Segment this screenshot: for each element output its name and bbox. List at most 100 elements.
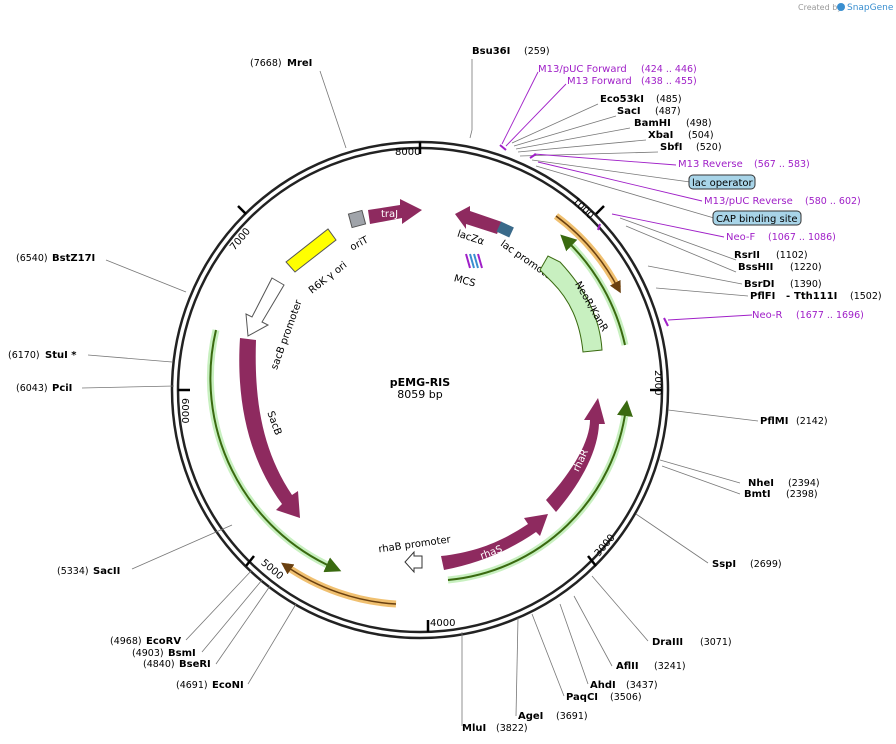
svg-text:DraIII: DraIII xyxy=(652,637,683,648)
svg-text:BsmI: BsmI xyxy=(168,648,196,659)
r6k-ori-label: R6K γ ori xyxy=(307,260,349,296)
svg-text:(3071): (3071) xyxy=(700,637,732,648)
lacza-feature xyxy=(455,206,502,234)
svg-text:(7668): (7668) xyxy=(250,58,282,69)
site-label-bstz17i[interactable]: (6540) BstZ17I xyxy=(16,253,95,264)
site-label-eco53ki[interactable]: Eco53kI (485) xyxy=(600,94,682,105)
lacza-label: lacZα xyxy=(456,229,486,248)
primer-connectors xyxy=(501,71,753,321)
primer-label-m13-puc-reverse[interactable]: M13/pUC Reverse (580 .. 602) xyxy=(704,196,861,207)
site-label-stui[interactable]: (6170) StuI * xyxy=(8,350,77,361)
credit-prefix: Created by xyxy=(798,3,842,12)
svg-text:Neo-F: Neo-F xyxy=(726,232,756,243)
svg-text:(3822): (3822) xyxy=(496,723,528,734)
primer-label-m13-forward[interactable]: M13 Forward (438 .. 455) xyxy=(567,76,697,87)
primer-ticks xyxy=(499,144,669,327)
svg-text:(1502): (1502) xyxy=(850,291,882,302)
site-label-bsshii[interactable]: BssHII (1220) xyxy=(738,262,822,273)
svg-text:SbfI: SbfI xyxy=(660,142,682,153)
svg-text:(2394): (2394) xyxy=(788,478,820,489)
svg-text:XbaI: XbaI xyxy=(648,130,673,141)
site-label-econi[interactable]: (4691) EcoNI xyxy=(176,680,244,691)
svg-text:(6043): (6043) xyxy=(16,383,48,394)
site-label-sacii[interactable]: (5334) SacII xyxy=(57,566,120,577)
site-label-paqci[interactable]: PaqCI (3506) xyxy=(566,692,642,703)
site-label-saci[interactable]: SacI (487) xyxy=(617,106,681,117)
svg-text:Bsu36I: Bsu36I xyxy=(472,46,510,57)
plasmid-name: pEMG-RIS xyxy=(390,376,450,389)
site-label-nhei[interactable]: NheI (2394) xyxy=(748,478,820,489)
trai-feature xyxy=(368,199,422,224)
site-label-sspi[interactable]: SspI (2699) xyxy=(712,559,782,570)
site-label-bsu36i[interactable]: Bsu36I (259) xyxy=(472,46,550,57)
tick-label-1000: 1000 xyxy=(570,196,596,222)
orange-track-2 xyxy=(284,563,397,608)
site-label-draiii[interactable]: DraIII (3071) xyxy=(652,637,732,648)
svg-text:BamHI: BamHI xyxy=(634,118,671,129)
snapgene-logo-icon xyxy=(837,3,845,11)
rhar-feature xyxy=(546,398,605,512)
site-label-pflmi[interactable]: PflMI (2142) xyxy=(760,416,828,427)
rhas-feature xyxy=(441,514,548,570)
site-label-ahdi[interactable]: AhdI (3437) xyxy=(590,680,658,691)
site-label-bsmi[interactable]: (4903) BsmI xyxy=(132,648,196,659)
mcs-label: MCS xyxy=(453,273,477,289)
site-label-bamhi[interactable]: BamHI (498) xyxy=(634,118,712,129)
site-label-rsrii[interactable]: RsrII (1102) xyxy=(734,250,808,261)
sacb-label: SacB xyxy=(264,410,283,437)
svg-text:(1102): (1102) xyxy=(776,250,808,261)
svg-text:M13/pUC Forward: M13/pUC Forward xyxy=(538,64,627,75)
tick-label-4000: 4000 xyxy=(430,618,455,629)
svg-text:(1390): (1390) xyxy=(790,279,822,290)
sacb-promoter-feature xyxy=(245,277,285,337)
svg-text:AgeI: AgeI xyxy=(518,711,543,722)
site-label-mrei[interactable]: (7668) MreI xyxy=(250,58,312,69)
svg-text:(438 .. 455): (438 .. 455) xyxy=(641,76,697,87)
svg-text:BseRI: BseRI xyxy=(179,659,211,670)
orit-label: oriT xyxy=(348,234,371,253)
svg-text:(4903): (4903) xyxy=(132,648,164,659)
svg-text:(498): (498) xyxy=(686,118,712,129)
site-connectors xyxy=(461,59,759,726)
primer-label-m13-reverse[interactable]: M13 Reverse (567 .. 583) xyxy=(678,159,810,170)
svg-text:lac operator: lac operator xyxy=(692,178,753,189)
site-label-ecorv[interactable]: (4968) EcoRV xyxy=(110,636,181,647)
credit-brand: SnapGene xyxy=(847,3,894,13)
site-label-pcii[interactable]: (6043) PciI xyxy=(16,383,72,394)
svg-text:NheI: NheI xyxy=(748,478,774,489)
site-label-sbfi[interactable]: SbfI (520) xyxy=(660,142,722,153)
svg-text:M13 Reverse: M13 Reverse xyxy=(678,159,743,170)
svg-text:(1677 .. 1696): (1677 .. 1696) xyxy=(796,310,864,321)
svg-text:(4691): (4691) xyxy=(176,680,208,691)
svg-text:(504): (504) xyxy=(688,130,714,141)
svg-text:(1220): (1220) xyxy=(790,262,822,273)
site-label-pflfi[interactable]: PflFI - Tth111I (1502) xyxy=(750,291,882,302)
site-label-bseri[interactable]: (4840) BseRI xyxy=(143,659,211,670)
svg-text:CAP binding site: CAP binding site xyxy=(716,214,798,225)
svg-text:M13/pUC Reverse: M13/pUC Reverse xyxy=(704,196,793,207)
svg-text:EcoRV: EcoRV xyxy=(146,636,181,647)
svg-text:(3437): (3437) xyxy=(626,680,658,691)
svg-text:(580 .. 602): (580 .. 602) xyxy=(805,196,861,207)
site-label-xbai[interactable]: XbaI (504) xyxy=(648,130,714,141)
site-label-bsrdi[interactable]: BsrDI (1390) xyxy=(744,279,822,290)
primer-label-neo-r[interactable]: Neo-R (1677 .. 1696) xyxy=(752,310,864,321)
site-label-agei[interactable]: AgeI (3691) xyxy=(518,711,588,722)
svg-text:SacI: SacI xyxy=(617,106,641,117)
svg-text:-: - xyxy=(786,291,790,302)
lac-operator-label[interactable]: lac operator xyxy=(688,174,756,190)
cap-binding-site-label[interactable]: CAP binding site xyxy=(712,210,802,226)
primer-label-m13-puc-forward[interactable]: M13/pUC Forward (424 .. 446) xyxy=(538,64,697,75)
svg-text:PflMI: PflMI xyxy=(760,416,788,427)
svg-text:(3691): (3691) xyxy=(556,711,588,722)
site-label-aflii[interactable]: AflII (3241) xyxy=(616,661,686,672)
svg-text:Tth111I: Tth111I xyxy=(794,291,837,302)
svg-text:BstZ17I: BstZ17I xyxy=(52,253,95,264)
site-label-bmti[interactable]: BmtI (2398) xyxy=(744,489,818,500)
site-label-mlui[interactable]: MluI (3822) xyxy=(462,723,528,734)
site-connectors-left xyxy=(81,70,347,685)
plasmid-size: 8059 bp xyxy=(397,388,442,401)
rhas-label: rhaS xyxy=(479,544,504,562)
svg-text:MluI: MluI xyxy=(462,723,486,734)
primer-label-neo-f[interactable]: Neo-F (1067 .. 1086) xyxy=(726,232,836,243)
